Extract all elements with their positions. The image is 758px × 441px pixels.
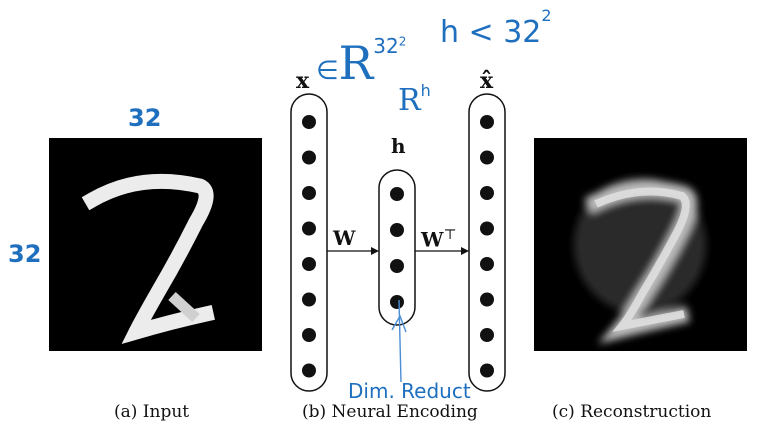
- input-node-5: [302, 257, 316, 271]
- hidden-node-1: [390, 187, 404, 201]
- output-node-2: [480, 150, 494, 165]
- reconstruction-caption: (c) Reconstruction: [552, 402, 712, 422]
- in-symbol: ∈: [316, 56, 339, 86]
- input-node-4: [302, 221, 316, 236]
- hidden-node-3: [390, 259, 404, 273]
- input-caption: (a) Input: [114, 402, 190, 422]
- encoder-diagram: [290, 93, 506, 392]
- h-space-annotation: Rh: [398, 82, 431, 118]
- wt-arrow: [415, 247, 469, 255]
- h-space-exp: h: [420, 80, 431, 100]
- constraint-exp: 2: [541, 6, 552, 25]
- encoding-caption: (b) Neural Encoding: [302, 402, 478, 422]
- input-node-1: [302, 115, 316, 129]
- x-space-exp: 322: [373, 34, 406, 58]
- wt-label: W⊤: [421, 228, 457, 250]
- constraint-annotation: h < 322: [440, 8, 552, 50]
- input-node-8: [302, 363, 316, 378]
- input-nodes: [302, 115, 316, 378]
- w-arrow: [327, 247, 379, 255]
- width-annotation: 32: [128, 104, 162, 132]
- input-layer-box: [290, 93, 328, 392]
- wt-label-base: W: [421, 227, 444, 252]
- input-node-6: [302, 292, 316, 307]
- dim-reduct-annotation: Dim. Reduct: [348, 379, 471, 403]
- output-node-8: [480, 363, 494, 378]
- x-space-annotation: ∈R322: [316, 35, 406, 86]
- output-node-1: [480, 115, 494, 129]
- input-digit-image: [49, 138, 262, 351]
- height-annotation: 32: [8, 240, 42, 268]
- hidden-nodes: [390, 187, 404, 309]
- output-node-4: [480, 221, 494, 236]
- output-node-3: [480, 186, 494, 200]
- xhat-label: x̂: [480, 68, 494, 94]
- r-symbol: R: [338, 36, 374, 90]
- input-node-2: [302, 150, 316, 165]
- hidden-node-4: [390, 295, 404, 309]
- hidden-node-2: [390, 223, 404, 237]
- input-node-7: [302, 328, 316, 342]
- input-node-3: [302, 186, 316, 200]
- x-space-exp-base: 32: [373, 33, 399, 58]
- annotation-strokes: [391, 299, 407, 383]
- x-space-exp2: 2: [398, 34, 407, 49]
- output-node-5: [480, 257, 494, 271]
- x-label: x: [296, 68, 310, 94]
- output-node-6: [480, 292, 494, 307]
- constraint-text: h < 32: [440, 15, 542, 50]
- h-r-symbol: R: [398, 83, 421, 118]
- w-label: W: [333, 226, 356, 250]
- reconstruction-image: [534, 138, 747, 351]
- hidden-layer-box: [378, 169, 416, 326]
- wt-label-sup: ⊤: [443, 227, 457, 243]
- output-node-7: [480, 328, 494, 342]
- output-nodes: [480, 115, 494, 378]
- output-layer-box: [468, 93, 506, 392]
- h-label: h: [391, 134, 406, 158]
